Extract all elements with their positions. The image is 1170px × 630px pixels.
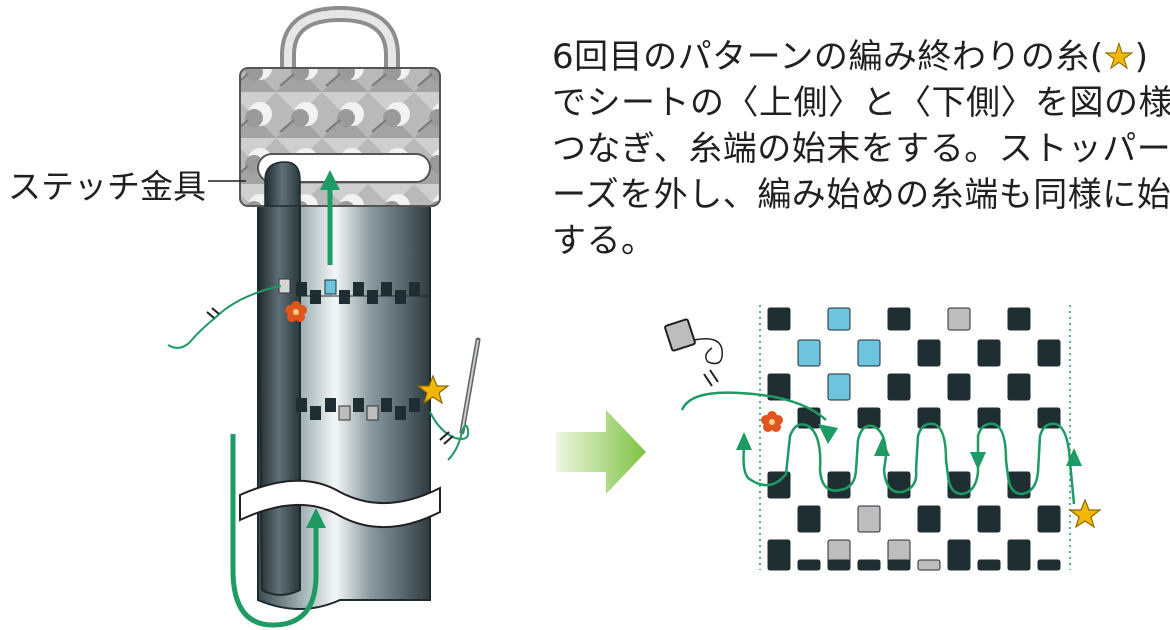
instruction-line-5: する。 [552, 221, 656, 261]
star-icon: ★ [1103, 37, 1135, 78]
grid-bead [1037, 505, 1061, 533]
grid-bead [977, 559, 1001, 571]
tube-inner-flap [256, 168, 301, 596]
stitch-fitting-label: ステッチ金具 [8, 167, 206, 206]
grid-bead [887, 559, 911, 571]
connecting-thread [680, 391, 1076, 505]
grid-bead [977, 339, 1001, 367]
grid-bead [977, 505, 1001, 533]
instruction-line-4: ーズを外し、編み始めの糸端も同様に始末 [552, 175, 1170, 215]
instruction-text: 6回目のパターンの編み終わりの糸(★) でシートの〈上側〉と〈下側〉を図の様に … [552, 34, 1170, 264]
grid-bead [917, 559, 941, 571]
thread-upper [167, 285, 282, 349]
grid-bead [767, 559, 791, 571]
grid-bead [797, 339, 821, 367]
grid-bead [767, 307, 791, 331]
grid-bead [857, 339, 881, 367]
break-band [239, 479, 441, 529]
instruction-line-1: 6回目のパターンの編み終わりの糸(★) [552, 37, 1149, 78]
grid-bead [947, 559, 971, 571]
grid-bead [1007, 559, 1031, 571]
grid-bead [827, 307, 851, 331]
grid-bead [857, 505, 881, 533]
upper-bead-row [278, 278, 420, 304]
instruction-line-3: つなぎ、糸端の始末をする。ストッパービ [552, 129, 1170, 169]
grid-bead [947, 373, 971, 401]
grid-bead [1007, 307, 1031, 331]
transition-arrow [556, 410, 646, 494]
grid-bead [797, 505, 821, 533]
instruction-line-2: でシートの〈上側〉と〈下側〉を図の様に [552, 83, 1170, 123]
lower-bead-row [296, 398, 420, 421]
grid-top-beads [767, 307, 1061, 429]
flower-marker-left [285, 301, 307, 322]
grid-bead [857, 407, 881, 429]
needle-icon [459, 337, 481, 435]
grid-bead [827, 471, 851, 499]
grid-bead [917, 505, 941, 533]
grid-bead [1037, 559, 1061, 571]
grid-bead [1007, 373, 1031, 401]
grid-bead [887, 373, 911, 401]
grid-bead [887, 471, 911, 499]
grid-bead [917, 339, 941, 367]
grid-bottom-beads [767, 471, 1061, 571]
grid-bead [797, 559, 821, 571]
grid-bead [887, 307, 911, 331]
tube-illustration [167, 6, 481, 628]
j-arrow-bottom [230, 434, 319, 628]
grid-bead [857, 559, 881, 571]
grid-bead [1037, 339, 1061, 367]
grid-bead [947, 307, 971, 331]
grid-bead [827, 373, 851, 401]
stopper-bead [664, 318, 696, 352]
star-marker-right [1068, 498, 1102, 529]
flower-marker-right [761, 411, 783, 432]
star-marker-left [416, 374, 450, 405]
grid-bead [767, 373, 791, 401]
bead-grid-diagram [664, 305, 1102, 571]
grid-bead [827, 559, 851, 571]
